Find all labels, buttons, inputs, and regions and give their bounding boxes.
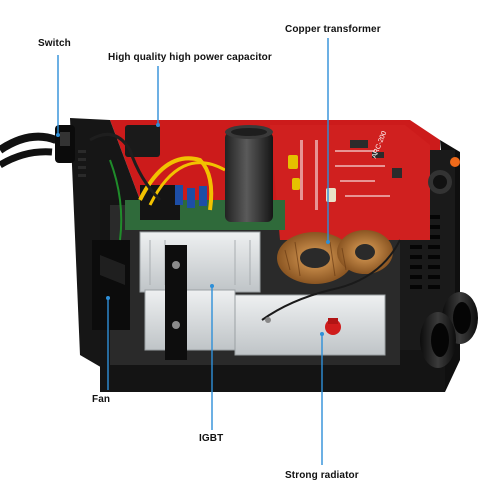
circuit-board: ARC-200 [270, 125, 430, 240]
switch-label: Switch [38, 38, 71, 49]
wire-black [89, 132, 162, 202]
igbt-label: IGBT [199, 433, 224, 444]
radiator-label: Strong radiator [285, 470, 359, 481]
fan [92, 240, 130, 330]
callout-lines [57, 38, 329, 465]
capacitor [125, 125, 273, 222]
heatsinks [139, 231, 401, 360]
callout-dots [56, 123, 330, 336]
capacitor-label: High quality high power capacitor [108, 52, 272, 63]
switch [55, 125, 75, 163]
fan-label: Fan [92, 394, 111, 405]
wire-green [109, 159, 123, 241]
transformer-label: Copper transformer [285, 24, 381, 35]
side-vents [78, 150, 86, 177]
copper-transformer [277, 230, 393, 284]
output-terminals [420, 157, 478, 368]
power-cable [0, 132, 58, 169]
